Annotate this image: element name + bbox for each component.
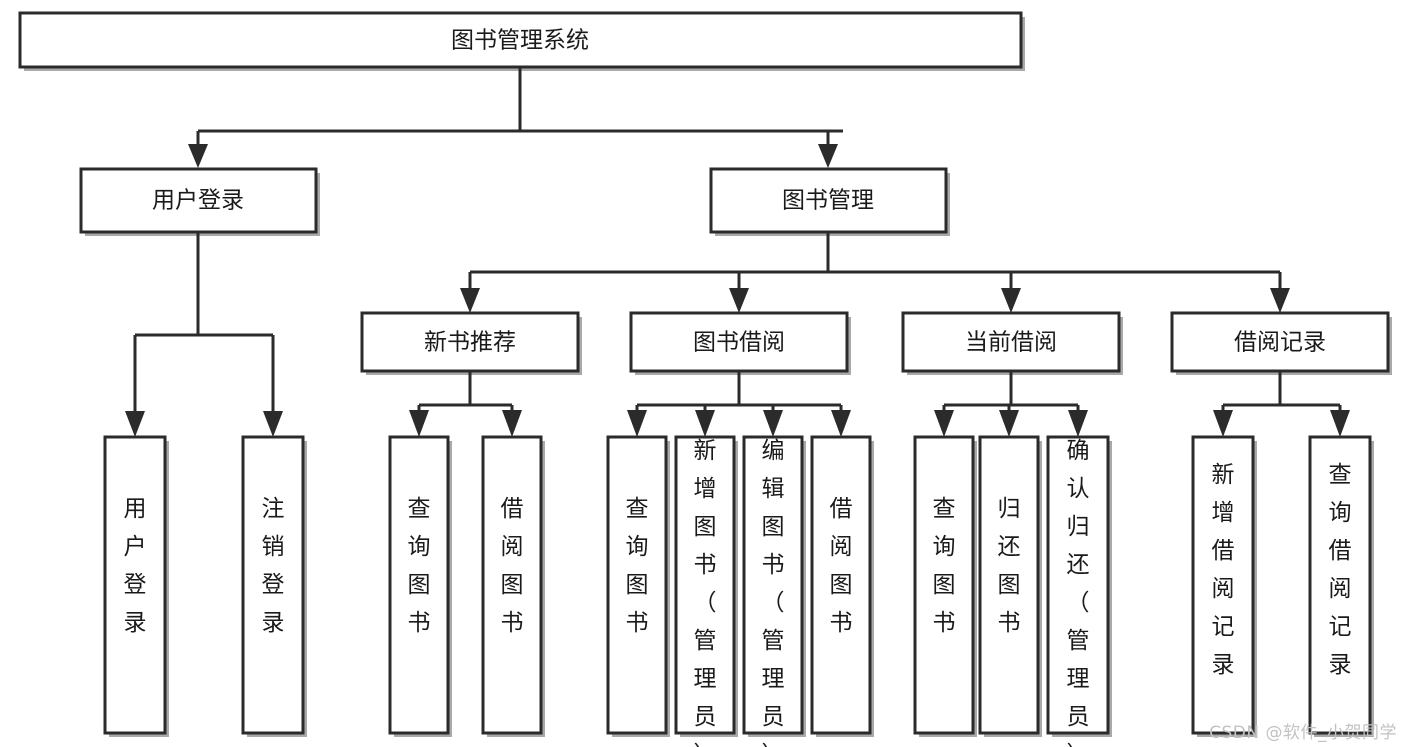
borrow-record-box (1170, 311, 1390, 373)
leaf-edit-book[interactable]: 编辑图书（管理员） (742, 435, 806, 747)
root-box (18, 11, 1023, 69)
edge-root-to-level2 (188, 67, 843, 168)
user-login-label: 用户登录 (152, 188, 244, 214)
node-root[interactable]: 图书管理系统 (18, 11, 1025, 71)
leaf-borrow-book-2-label: 借阅图书 (830, 496, 853, 636)
leaf-borrow-book-2[interactable]: 借阅图书 (810, 435, 874, 737)
leaf-user-login[interactable]: 用户登录 (103, 435, 169, 737)
leaf-query-book-2[interactable]: 查询图书 (606, 435, 670, 737)
arrowhead-current-borrow (1001, 288, 1021, 313)
leaf-user-login-label: 用户登录 (124, 496, 147, 636)
leaf-query-record[interactable]: 查询借阅记录 (1308, 435, 1374, 737)
leaf-return-book-label: 归还图书 (998, 496, 1021, 636)
leaf-query-book-2-label: 查询图书 (626, 496, 649, 636)
current-borrow-label: 当前借阅 (965, 330, 1057, 356)
csdn-watermark: CSDN @软件_小贺同学 (1209, 723, 1397, 743)
leaf-add-book-label: 新增图书（管理员） (694, 438, 717, 747)
arrowhead-leaf-logout (263, 411, 283, 437)
leaf-return-book[interactable]: 归还图书 (978, 435, 1042, 737)
leaf-logout-label: 注销登录 (262, 496, 285, 636)
node-book-borrow[interactable]: 图书借阅 (629, 311, 851, 375)
arrowhead-user-login (188, 144, 208, 168)
leaf-query-book-1-label: 查询图书 (408, 496, 431, 636)
arrowhead-book-manage (818, 144, 838, 168)
arrowhead-borrow-record (1270, 288, 1290, 313)
node-current-borrow[interactable]: 当前借阅 (901, 311, 1123, 375)
leaf-edit-book-label: 编辑图书（管理员） (762, 438, 785, 747)
leaf-query-book-3-label: 查询图书 (933, 496, 956, 636)
borrow-record-label: 借阅记录 (1234, 330, 1326, 356)
new-book-rec-label: 新书推荐 (424, 330, 516, 356)
leaf-query-book-3[interactable]: 查询图书 (913, 435, 977, 737)
node-borrow-record[interactable]: 借阅记录 (1170, 311, 1392, 375)
user-login-box (79, 167, 318, 234)
leaf-logout[interactable]: 注销登录 (241, 435, 307, 737)
root-label: 图书管理系统 (451, 28, 589, 54)
arrowhead-leaf-user-login (125, 411, 145, 437)
arrowhead-new-book-rec (460, 288, 480, 313)
leaf-add-record-label: 新增借阅记录 (1212, 462, 1235, 678)
node-user-login[interactable]: 用户登录 (79, 167, 320, 236)
current-borrow-box (901, 311, 1121, 373)
arrowhead-book-borrow (729, 288, 749, 313)
edge-book-manage-to-level3 (460, 232, 1290, 313)
edge-new-book-rec-to-leaves (409, 371, 522, 437)
leaf-confirm-return[interactable]: 确认归还（管理员） (1046, 435, 1112, 747)
leaf-query-record-label: 查询借阅记录 (1329, 462, 1352, 678)
leaf-borrow-book-1[interactable]: 借阅图书 (481, 435, 545, 737)
book-borrow-label: 图书借阅 (693, 330, 785, 356)
edge-borrow-record-to-leaves (1213, 371, 1350, 437)
leaf-add-book[interactable]: 新增图书（管理员） (674, 435, 738, 747)
leaf-add-record[interactable]: 新增借阅记录 (1191, 435, 1257, 737)
leaf-confirm-return-label: 确认归还（管理员） (1067, 438, 1090, 747)
edge-user-login-to-leaves (125, 232, 283, 437)
edge-book-borrow-to-leaves (627, 371, 851, 437)
leaf-query-book-1[interactable]: 查询图书 (388, 435, 452, 737)
node-new-book-rec[interactable]: 新书推荐 (360, 311, 582, 375)
node-book-manage[interactable]: 图书管理 (709, 167, 950, 236)
edge-current-borrow-to-leaves (934, 371, 1088, 437)
leaf-borrow-book-1-label: 借阅图书 (501, 496, 524, 636)
new-book-rec-box (360, 311, 580, 373)
book-manage-label: 图书管理 (782, 188, 874, 214)
